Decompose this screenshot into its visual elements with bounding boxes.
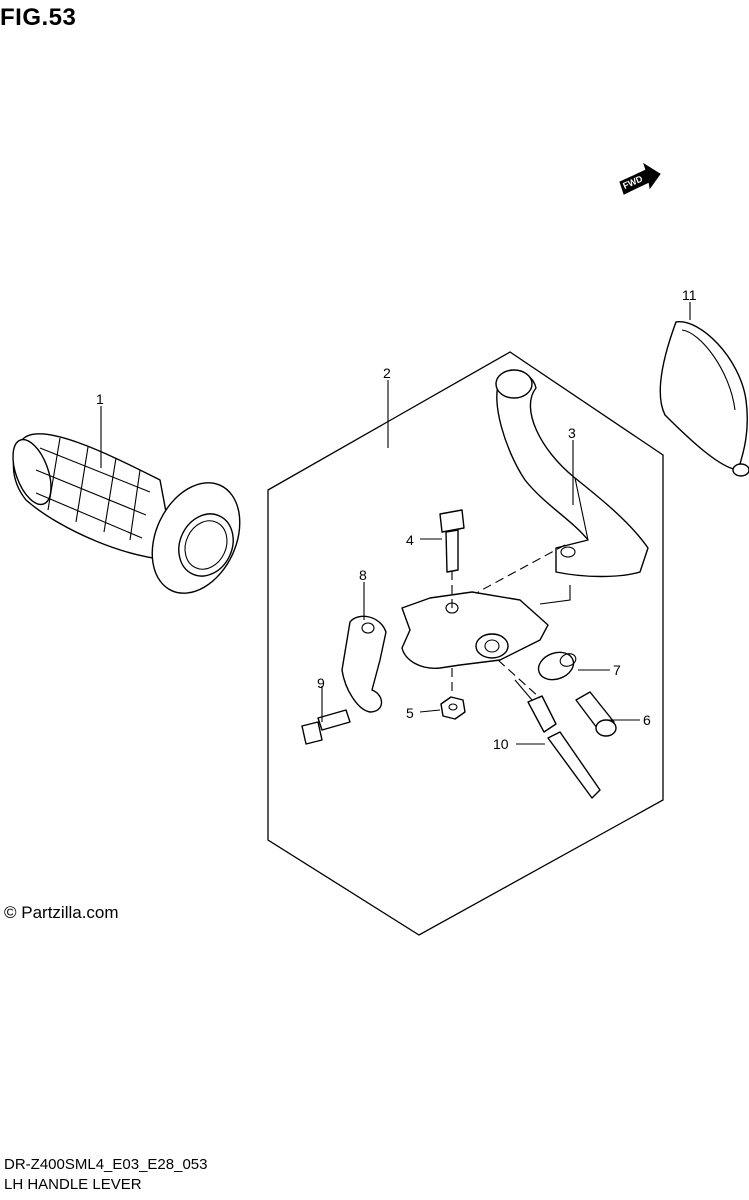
callout-6: 6 <box>643 712 651 728</box>
callout-5: 5 <box>406 705 414 721</box>
callout-8: 8 <box>359 567 367 583</box>
callout-7: 7 <box>613 662 621 678</box>
lever-assembly-outline <box>267 351 664 936</box>
clutch-lever-icon <box>495 369 649 578</box>
diagram-title: LH HANDLE LEVER <box>4 1176 142 1193</box>
clutch-cable-icon <box>514 679 601 799</box>
callout-10: 10 <box>493 736 509 752</box>
cable-adjuster-icon <box>575 691 617 737</box>
callout-2: 2 <box>383 365 391 381</box>
nut-icon <box>440 696 466 720</box>
lock-nut-icon <box>537 651 577 681</box>
callout-1: 1 <box>96 391 104 407</box>
lever-holder-icon <box>401 591 549 669</box>
handlebar-grip-icon <box>12 433 241 594</box>
fwd-arrow-icon: FWD <box>619 162 661 195</box>
lever-holder-clamp-icon <box>341 615 387 713</box>
pivot-bolt-icon <box>439 509 465 573</box>
callout-4: 4 <box>406 532 414 548</box>
diagram-code: DR-Z400SML4_E03_E28_053 <box>4 1156 208 1173</box>
callout-3: 3 <box>568 425 576 441</box>
lever-cover-icon <box>659 321 749 477</box>
callout-11: 11 <box>682 287 697 303</box>
clamp-bolt-icon <box>301 709 351 745</box>
figure-title: FIG.53 <box>0 4 77 31</box>
callout-9: 9 <box>317 675 325 691</box>
copyright-notice: © Partzilla.com <box>4 903 119 922</box>
